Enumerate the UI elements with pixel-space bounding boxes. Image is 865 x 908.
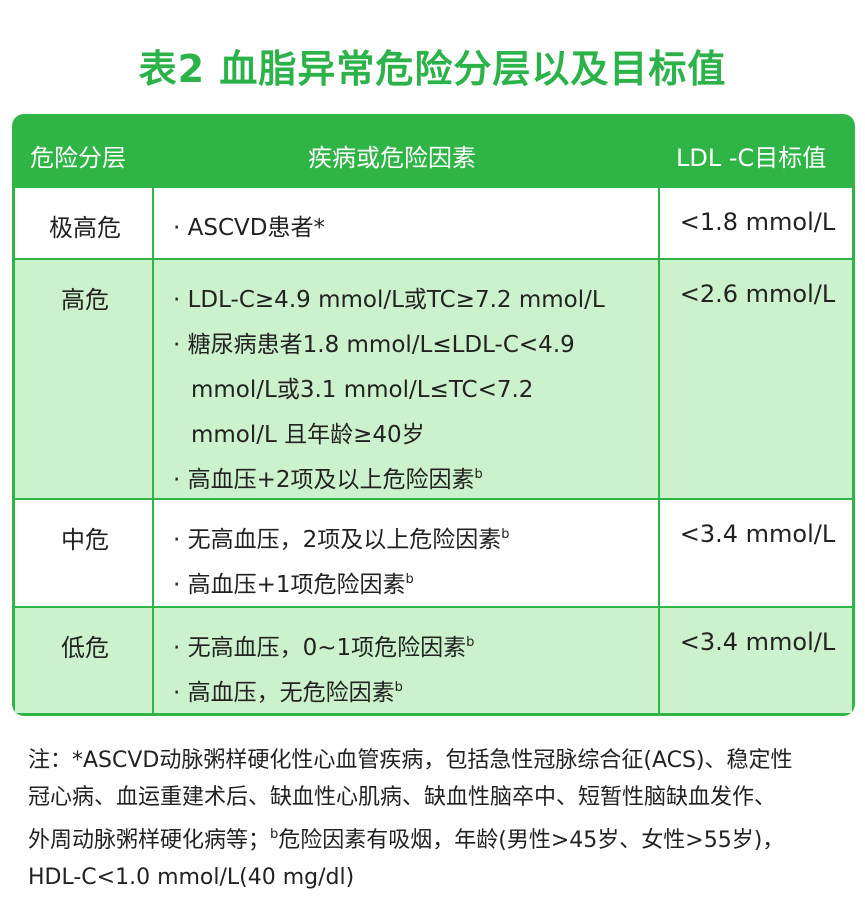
table-row: 极高危 · ASCVD患者* <1.8 mmol/L <box>15 188 852 258</box>
page-title: 表2 血脂异常危险分层以及目标值 <box>138 47 727 91</box>
criteria-line: · 高血压+2项及以上危险因素b <box>173 467 483 493</box>
column-divider <box>658 188 660 258</box>
criteria-cell: · LDL-C≥4.9 mmol/L或TC≥7.2 mmol/L · 糖尿病患者… <box>173 275 653 500</box>
risk-level: 极高危 <box>49 214 121 242</box>
target-value: <2.6 mmol/L <box>679 280 836 308</box>
target-value: <3.4 mmol/L <box>679 520 836 548</box>
table-row: 高危 · LDL-C≥4.9 mmol/L或TC≥7.2 mmol/L · 糖尿… <box>15 260 852 498</box>
criteria-cell: · ASCVD患者* <box>173 203 653 248</box>
footnote-line: 外周动脉粥样硬化病等；b危险因素有吸烟，年龄(男性>45岁、女性>55岁)， <box>28 827 785 853</box>
table-row: 低危 · 无高血压，0~1项危险因素b · 高血压，无危险因素b <3.4 mm… <box>15 608 852 713</box>
column-divider <box>152 500 154 606</box>
risk-level: 高危 <box>61 286 109 314</box>
risk-level: 中危 <box>61 526 109 554</box>
column-divider <box>152 260 154 498</box>
criteria-line: · 无高血压，2项及以上危险因素b <box>173 527 510 553</box>
column-divider <box>152 188 154 258</box>
criteria-line: · LDL-C≥4.9 mmol/L或TC≥7.2 mmol/L <box>173 287 605 313</box>
risk-table: 危险分层 疾病或危险因素 LDL -C目标值 极高危 · ASCVD患者* <1… <box>12 114 855 716</box>
criteria-line: mmol/L 且年龄≥40岁 <box>191 422 425 448</box>
criteria-line: · 无高血压，0~1项危险因素b <box>173 635 475 661</box>
column-divider <box>658 260 660 498</box>
footnote-line: 冠心病、血运重建术后、缺血性心肌病、缺血性脑卒中、短暂性脑缺血发作、 <box>28 785 777 810</box>
footnote: 注：*ASCVD动脉粥样硬化性心血管疾病，包括急性冠脉综合征(ACS)、稳定性 … <box>28 742 848 896</box>
table-header: 危险分层 疾病或危险因素 LDL -C目标值 <box>12 114 855 188</box>
column-divider <box>152 608 154 713</box>
criteria-line: · 高血压+1项危险因素b <box>173 572 414 598</box>
column-divider <box>658 608 660 713</box>
header-level: 危险分层 <box>30 144 126 172</box>
footnote-line: HDL-C<1.0 mmol/L(40 mg/dl) <box>28 865 355 890</box>
row-divider <box>15 498 852 500</box>
column-divider <box>658 500 660 606</box>
table-row: 中危 · 无高血压，2项及以上危险因素b · 高血压+1项危险因素b <3.4 … <box>15 500 852 606</box>
row-divider <box>15 258 852 260</box>
criteria-line: · ASCVD患者* <box>173 215 325 241</box>
target-value: <1.8 mmol/L <box>679 208 836 236</box>
row-divider <box>15 606 852 608</box>
table-body: 极高危 · ASCVD患者* <1.8 mmol/L 高危 · LDL-C≥4.… <box>15 188 852 813</box>
criteria-line: · 糖尿病患者1.8 mmol/L≤LDL-C<4.9 <box>173 332 575 358</box>
header-criteria: 疾病或危险因素 <box>308 144 476 172</box>
footnote-line: 注：*ASCVD动脉粥样硬化性心血管疾病，包括急性冠脉综合征(ACS)、稳定性 <box>28 748 793 773</box>
criteria-line: mmol/L或3.1 mmol/L≤TC<7.2 <box>191 377 534 403</box>
risk-level: 低危 <box>61 634 109 662</box>
header-target: LDL -C目标值 <box>676 144 827 172</box>
criteria-cell: · 无高血压，0~1项危险因素b · 高血压，无危险因素b <box>173 623 653 713</box>
criteria-cell: · 无高血压，2项及以上危险因素b · 高血压+1项危险因素b <box>173 515 653 605</box>
criteria-line: · 高血压，无危险因素b <box>173 680 403 706</box>
target-value: <3.4 mmol/L <box>679 628 836 656</box>
